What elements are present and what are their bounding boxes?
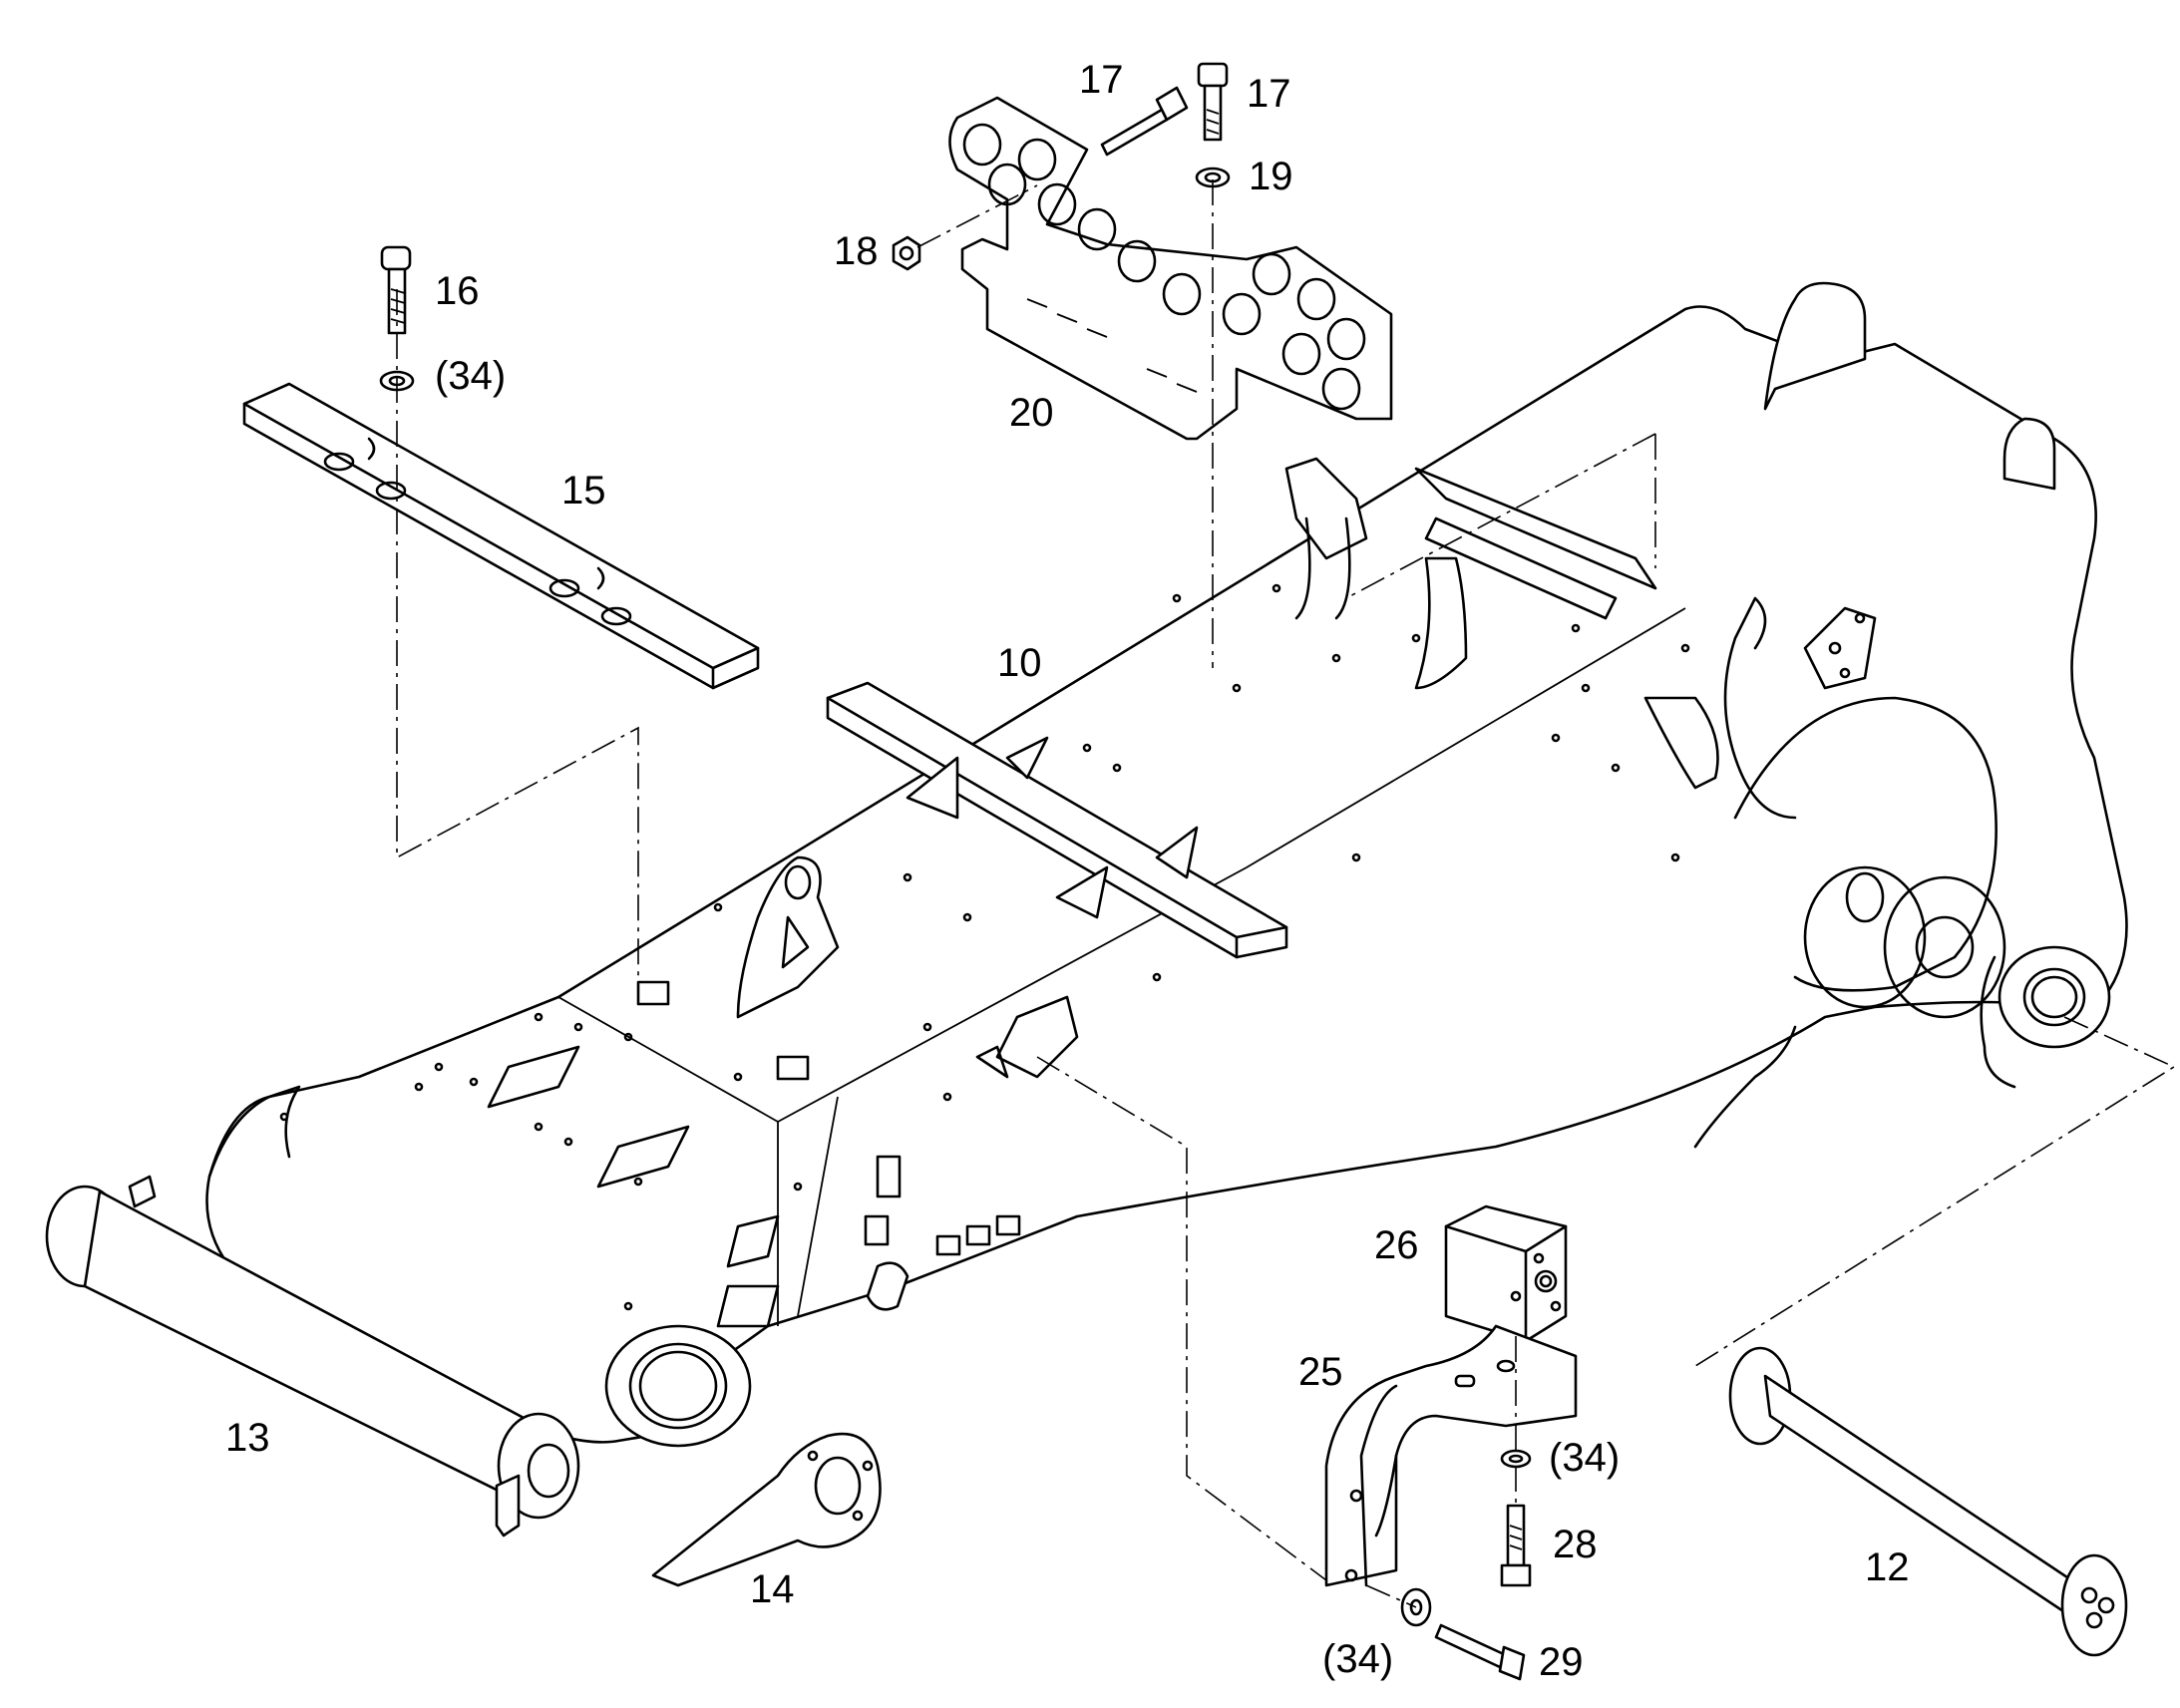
callout-10: 10 — [997, 641, 1042, 685]
callout-17-left: 17 — [1079, 58, 1124, 102]
callout-34-top: (34) — [435, 354, 506, 398]
callout-34-bottom: (34) — [1322, 1637, 1393, 1681]
callout-34-right: (34) — [1549, 1436, 1620, 1480]
lock-plate-part-14 — [651, 1432, 882, 1587]
callout-12: 12 — [1865, 1545, 1910, 1589]
bolt-part-16 — [380, 245, 412, 335]
nut-part-18 — [892, 235, 921, 271]
callout-labels: 10 12 13 14 15 16 17 17 18 19 20 25 26 2… — [225, 58, 1910, 1684]
cross-plate — [826, 681, 1288, 959]
valve-block-part-26 — [1444, 1204, 1568, 1343]
callout-25: 25 — [1298, 1350, 1343, 1394]
callout-20: 20 — [1009, 391, 1054, 435]
plate-part-15 — [242, 382, 760, 690]
pin-part-13 — [45, 1175, 580, 1537]
callout-19: 19 — [1249, 155, 1293, 198]
bracket-part-25 — [1324, 1324, 1578, 1587]
callout-13: 13 — [225, 1416, 270, 1460]
callout-15: 15 — [561, 469, 606, 512]
bolt-part-17-angled — [1100, 86, 1189, 157]
bolt-part-29 — [1434, 1623, 1526, 1681]
bracket-part-20 — [948, 96, 1393, 441]
callout-28: 28 — [1553, 1523, 1598, 1566]
pin-part-12 — [1728, 1346, 2128, 1657]
callout-26: 26 — [1374, 1223, 1419, 1267]
bolt-part-28 — [1500, 1504, 1532, 1587]
callout-14: 14 — [750, 1567, 795, 1611]
assembly-centerlines — [396, 179, 2176, 1608]
callout-16: 16 — [435, 269, 480, 313]
bolt-part-17-vertical — [1197, 62, 1229, 142]
washer-part-34-b — [1500, 1449, 1532, 1469]
callout-29: 29 — [1539, 1640, 1584, 1684]
callout-17-right: 17 — [1247, 72, 1291, 116]
callout-18: 18 — [834, 229, 879, 273]
